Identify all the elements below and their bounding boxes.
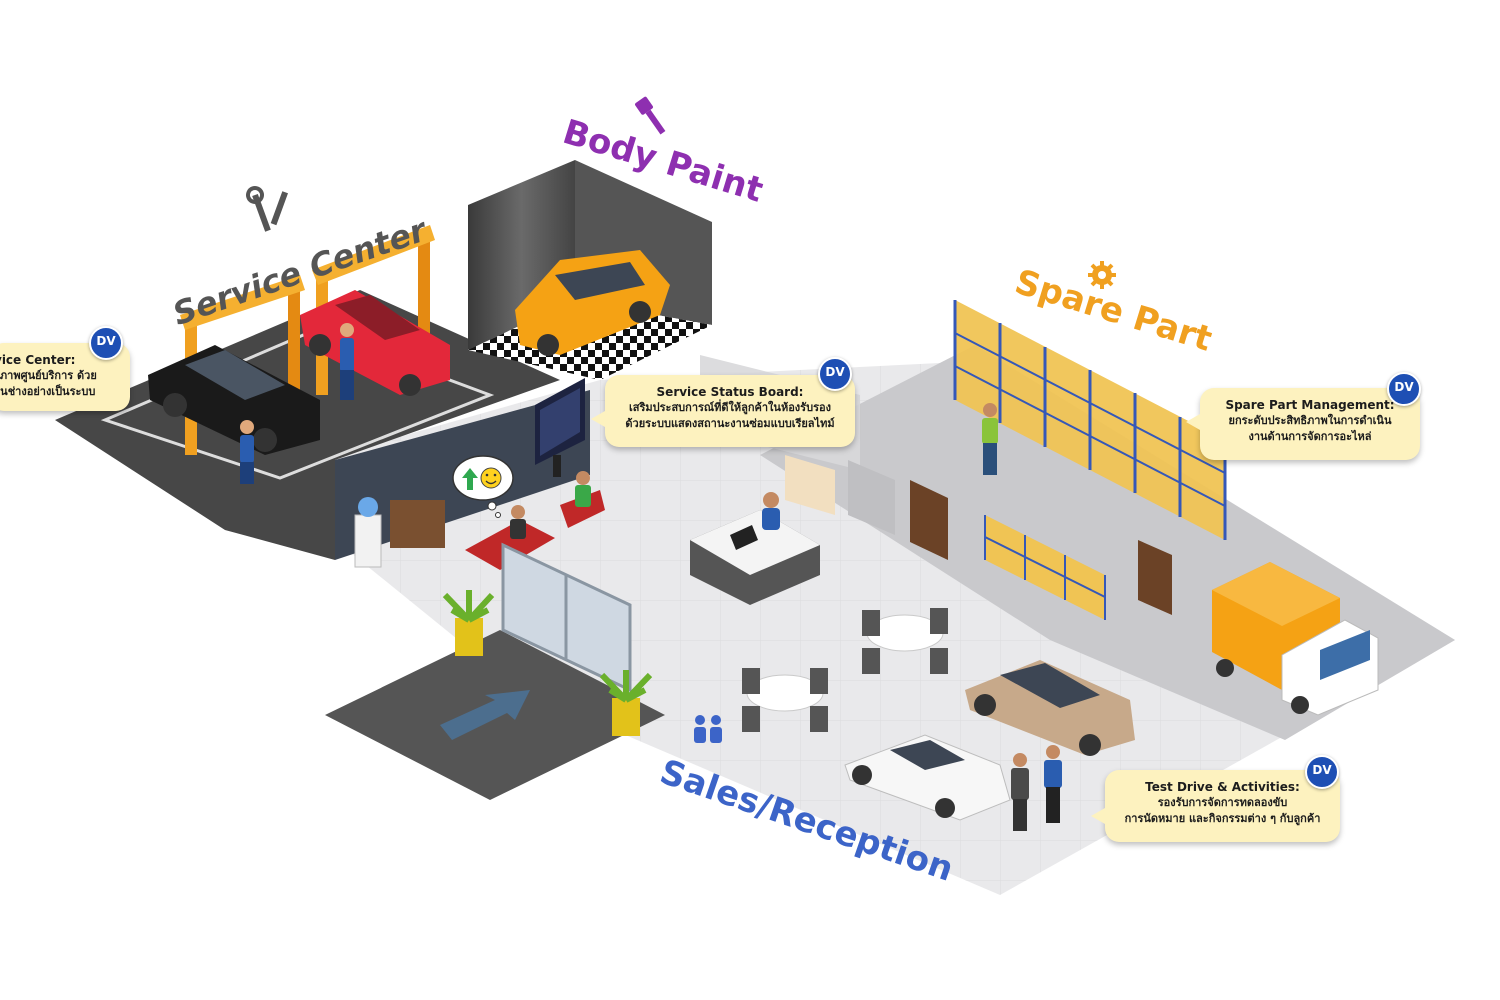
callout-title: Spare Part Management: xyxy=(1225,398,1395,412)
warehouse-worker xyxy=(982,403,998,475)
test-drive-callout: Test Drive & Activities: รองรับการจัดการ… xyxy=(1091,770,1340,842)
customer-figure xyxy=(1044,745,1062,823)
potted-plant xyxy=(442,590,495,656)
callout-line: เสริมประสบการณ์ที่ดีให้ลูกค้าในห้องรับรอ… xyxy=(629,401,831,414)
callout-tail xyxy=(1186,414,1200,430)
callout-line: ด้วยระบบแสดงสถานะงานซ่อมแบบเรียลไทม์ xyxy=(625,417,835,430)
mechanic-figure xyxy=(240,420,254,484)
up-arrow-icon xyxy=(462,468,478,490)
salesperson-figure xyxy=(1011,753,1029,831)
delivery-truck xyxy=(1212,562,1379,716)
reception-desk xyxy=(690,492,820,605)
warehouse-rack-lower xyxy=(984,515,1106,620)
callout-title: vice Center: xyxy=(0,353,76,367)
customer-figure xyxy=(575,471,591,507)
service-status-board-callout: Service Status Board: เสริมประสบการณ์ที่… xyxy=(591,375,855,447)
callout-line: ยกระดับประสิทธิภาพในการดำเนิน xyxy=(1228,414,1392,427)
service-bay-lines xyxy=(100,328,495,480)
people-icon xyxy=(694,715,722,743)
beige-car xyxy=(965,660,1135,756)
paint-brush-icon xyxy=(635,96,666,135)
gear-icon xyxy=(1088,261,1116,289)
callout-title: Service Status Board: xyxy=(656,385,804,399)
potted-plant xyxy=(599,670,653,736)
parts-shelf xyxy=(785,455,835,515)
status-board-screen xyxy=(535,378,585,477)
callout-tail xyxy=(591,411,605,427)
red-car xyxy=(300,290,450,396)
customer-figure xyxy=(510,505,526,539)
smiley-icon xyxy=(480,467,502,489)
meeting-table xyxy=(742,668,828,732)
callout-line: การนัดหมาย และกิจกรรมต่าง ๆ กับลูกค้า xyxy=(1124,812,1321,825)
callout-line: งานด้านการจัดการอะไหล่ xyxy=(1248,430,1372,443)
wrench-screwdriver-icon xyxy=(246,186,288,232)
water-dispenser xyxy=(354,497,382,568)
dv-logo-badge: DV xyxy=(1305,755,1339,789)
callout-line: รองรับการจัดการทดลองขับ xyxy=(1157,796,1288,809)
callout-line: านช่างอย่างเป็นระบบ xyxy=(0,385,96,398)
car-lift-right xyxy=(312,225,435,395)
waiting-chairs xyxy=(465,490,605,570)
entrance-arrow xyxy=(440,690,530,740)
entrance-door xyxy=(501,542,632,693)
storage-shelf xyxy=(848,460,895,535)
warehouse-rack-upper xyxy=(953,300,1227,540)
callout-title: Test Drive & Activities: xyxy=(1145,780,1300,794)
white-sports-car xyxy=(844,734,1011,821)
dv-logo-badge: DV xyxy=(89,326,123,360)
callout-tail xyxy=(1091,808,1105,824)
warehouse-door xyxy=(910,480,948,560)
coffee-table xyxy=(390,500,445,548)
black-car xyxy=(148,345,320,455)
warehouse-door xyxy=(1138,540,1172,615)
orange-car xyxy=(515,250,670,356)
dv-logo-badge: DV xyxy=(1387,372,1421,406)
spare-part-management-callout: Spare Part Management: ยกระดับประสิทธิภา… xyxy=(1186,388,1420,460)
mechanic-figure xyxy=(340,323,354,400)
dv-logo-badge: DV xyxy=(818,357,852,391)
meeting-table xyxy=(862,608,948,674)
callout-line: ริภาพศูนย์บริการ ด้วย xyxy=(0,369,97,382)
